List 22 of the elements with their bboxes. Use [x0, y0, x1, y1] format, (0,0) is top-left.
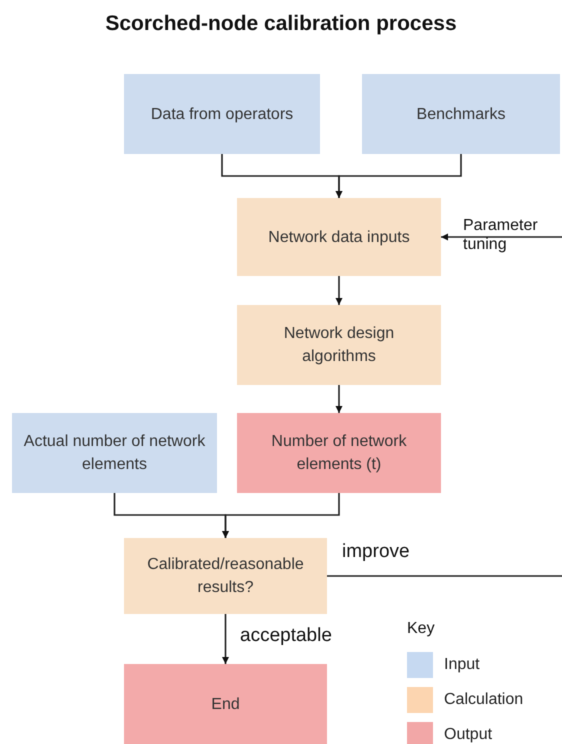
arrow [441, 233, 562, 241]
process-box: Benchmarks [362, 74, 560, 154]
arrow [335, 385, 343, 413]
decision-box: Calibrated/reasonable results? [124, 538, 327, 614]
process-box: Number of network elements (t) [237, 413, 441, 493]
legend-title: Key [407, 620, 435, 638]
diagram-title: Scorched-node calibration process [104, 12, 458, 36]
process-box: Network data inputs [237, 198, 441, 276]
arrow [222, 614, 230, 664]
arrow [222, 493, 340, 538]
legend-label: Input [444, 656, 480, 674]
process-box: Network design algorithms [237, 305, 441, 385]
arrow [335, 276, 343, 305]
legend-label: Calculation [444, 691, 524, 709]
process-box: Data from operators [124, 74, 320, 154]
process-box: End [124, 664, 327, 744]
edge-label: acceptable [240, 624, 332, 648]
arrow [335, 154, 462, 198]
legend-label: Output [444, 726, 492, 744]
edge-label: improve [342, 540, 410, 564]
process-box: Actual number of network elements [12, 413, 217, 493]
edge-label: Parameter tuning [463, 216, 539, 254]
